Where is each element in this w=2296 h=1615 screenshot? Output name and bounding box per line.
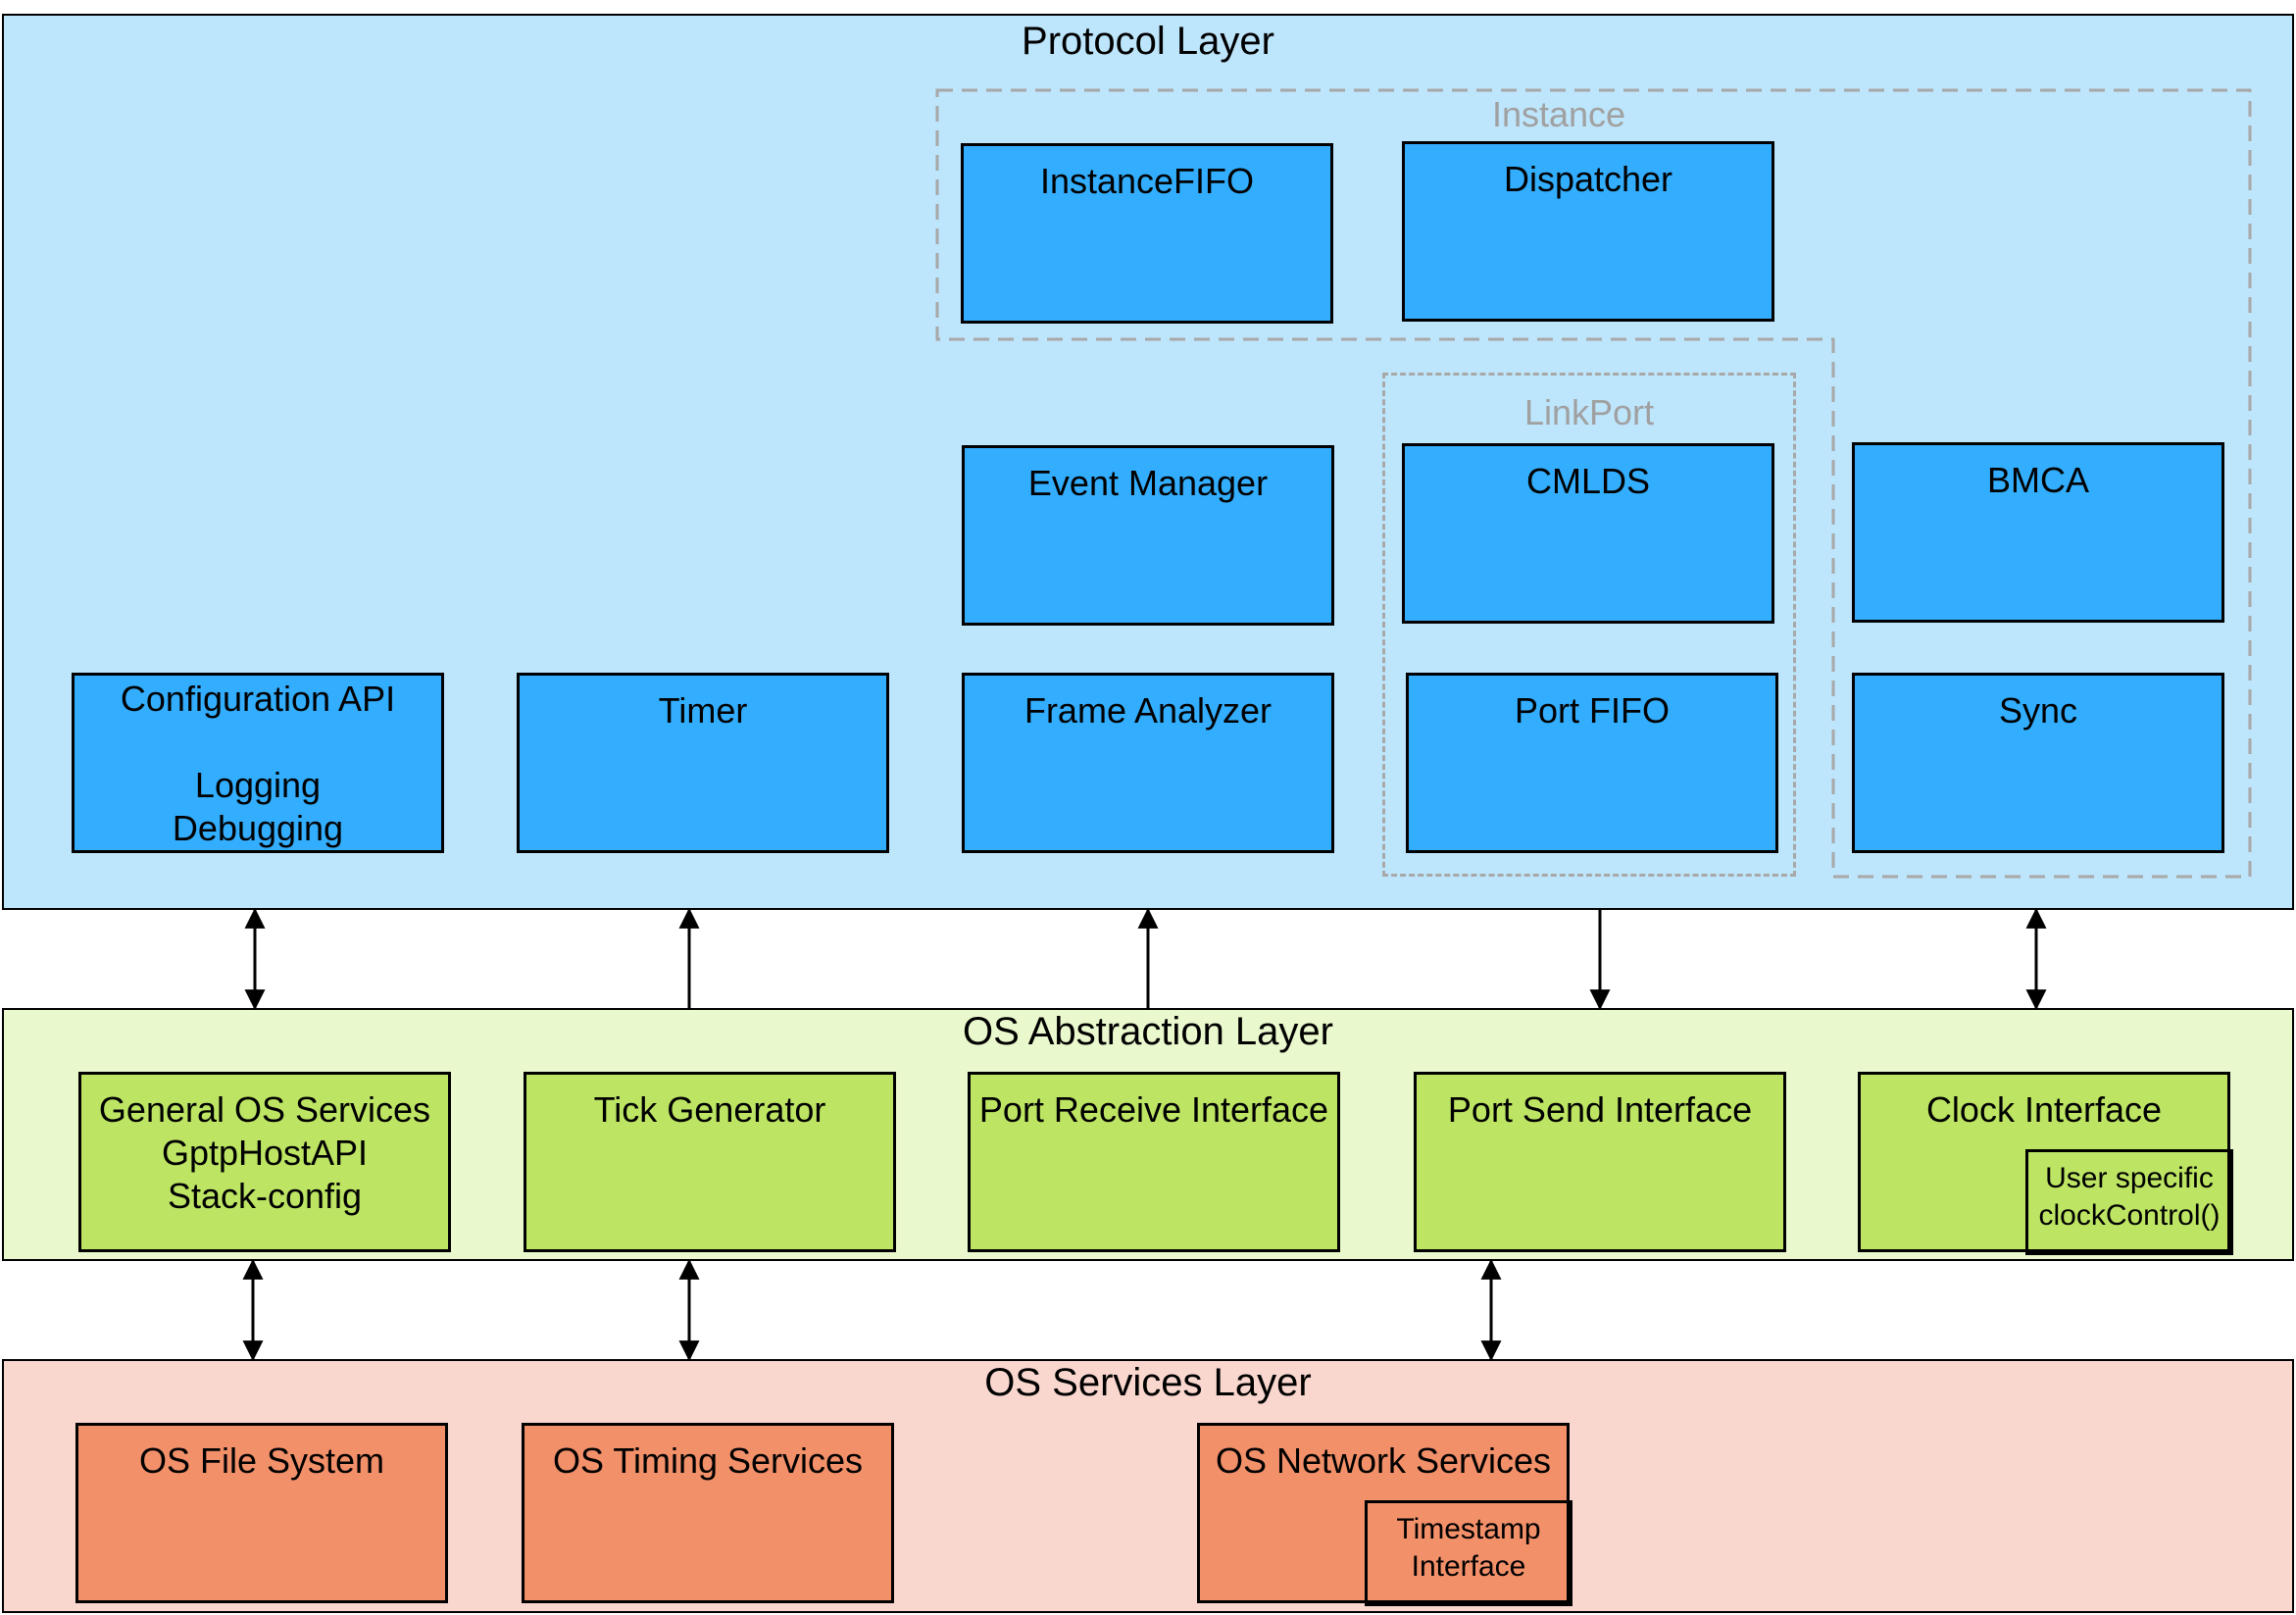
os-network-services-box[interactable]: OS Network Services Timestamp Interface [1197,1423,1572,1606]
configuration-api-box[interactable]: Configuration API Logging Debugging [72,673,444,853]
os-timing-services-label: OS Timing Services [552,1440,864,1481]
bmca-label: BMCA [1986,460,2089,500]
os-file-system-label: OS File System [138,1440,385,1481]
timestamp-label: Timestamp [1396,1513,1541,1545]
gptp-host-api-label: GptpHostAPI [161,1133,369,1173]
user-clock-control-box[interactable]: User specific clockControl() [2025,1149,2233,1255]
sync-label: Sync [1998,690,2078,731]
os-services-layer-title: OS Services Layer [984,1361,1312,1404]
port-fifo-box[interactable]: Port FIFO [1406,673,1778,853]
general-os-services-label: General OS Services [98,1089,431,1130]
event-manager-box[interactable]: Event Manager [962,445,1334,626]
protocol-layer-title: Protocol Layer [1022,20,1274,63]
frame-analyzer-label: Frame Analyzer [1023,690,1273,731]
logging-label: Logging [194,765,322,805]
timer-box[interactable]: Timer [517,673,889,853]
linkport-group-label: LinkPort [1523,392,1655,432]
cmlds-box[interactable]: CMLDS [1402,443,1774,624]
clock-interface-label: Clock Interface [1925,1089,2163,1130]
tick-generator-box[interactable]: Tick Generator [524,1072,896,1252]
port-receive-interface-label: Port Receive Interface [978,1089,1329,1130]
frame-analyzer-box[interactable]: Frame Analyzer [962,673,1334,853]
linkport-group [1382,373,1796,877]
tick-generator-label: Tick Generator [593,1089,826,1130]
instance-group-outline [935,88,2252,879]
clock-interface-box[interactable]: Clock Interface User specific clockContr… [1858,1072,2233,1255]
sync-box[interactable]: Sync [1852,673,2224,853]
interface-label: Interface [1411,1550,1526,1583]
dispatcher-box[interactable]: Dispatcher [1402,141,1774,322]
bmca-box[interactable]: BMCA [1852,442,2224,623]
os-timing-services-box[interactable]: OS Timing Services [522,1423,894,1603]
instance-fifo-label: InstanceFIFO [1039,161,1255,201]
port-send-interface-label: Port Send Interface [1447,1089,1753,1130]
instance-fifo-box[interactable]: InstanceFIFO [961,143,1333,324]
dispatcher-label: Dispatcher [1503,159,1673,199]
port-send-interface-box[interactable]: Port Send Interface [1414,1072,1786,1252]
stack-config-label: Stack-config [167,1176,363,1216]
connectors [242,907,2047,1362]
instance-group-label: Instance [1491,94,1626,134]
port-receive-interface-box[interactable]: Port Receive Interface [968,1072,1340,1252]
configuration-api-label: Configuration API [120,679,396,719]
debugging-label: Debugging [172,808,344,848]
os-abstraction-layer-title: OS Abstraction Layer [963,1010,1333,1053]
os-network-services-label: OS Network Services [1215,1440,1552,1481]
clock-control-label: clockControl() [2038,1199,2221,1232]
os-file-system-box[interactable]: OS File System [75,1423,448,1603]
timestamp-interface-box[interactable]: Timestamp Interface [1365,1500,1572,1606]
event-manager-label: Event Manager [1027,463,1269,503]
port-fifo-label: Port FIFO [1514,690,1670,731]
general-os-services-box[interactable]: General OS Services GptpHostAPI Stack-co… [78,1072,451,1252]
user-specific-label: User specific [2045,1162,2214,1194]
cmlds-label: CMLDS [1525,461,1651,501]
timer-label: Timer [658,690,748,731]
